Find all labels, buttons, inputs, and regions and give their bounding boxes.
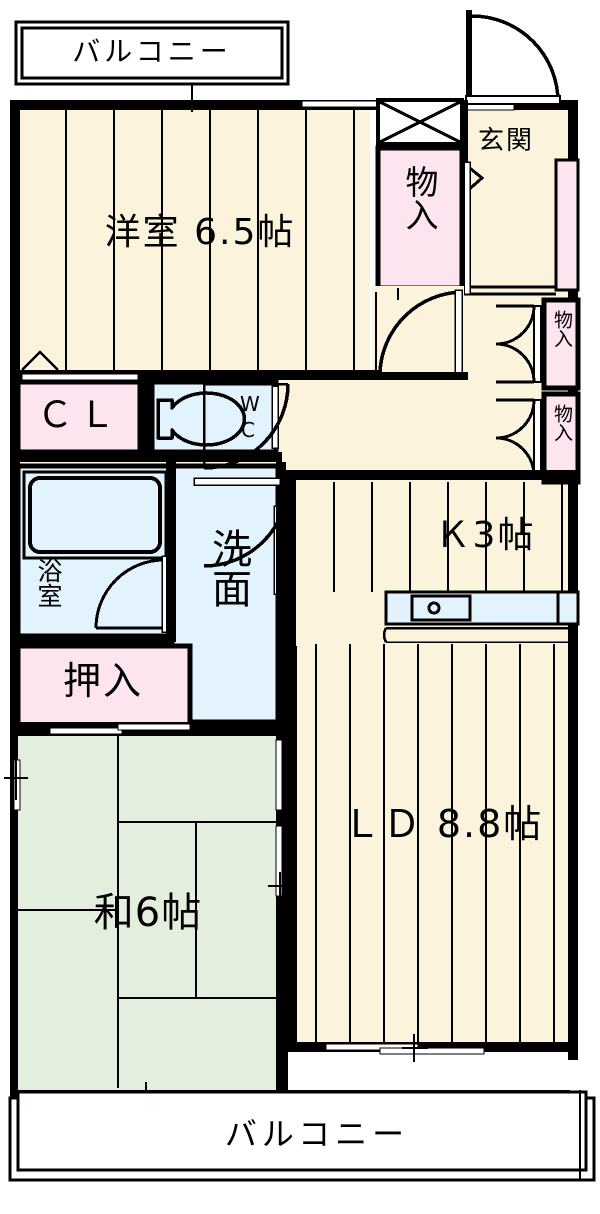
storage-mono-3-box bbox=[495, 391, 581, 485]
interior-fills bbox=[18, 108, 578, 1050]
ld-sliding-doors bbox=[325, 1034, 485, 1062]
bathtub-icon bbox=[22, 470, 168, 560]
entrance-area bbox=[462, 10, 561, 296]
ld-flooring-lines bbox=[315, 644, 555, 1042]
japanese-room bbox=[10, 726, 288, 1090]
balcony-bottom-outline bbox=[8, 1090, 596, 1182]
kitchen-flooring-lines bbox=[333, 482, 563, 592]
storage-mono-entry-side bbox=[554, 158, 580, 292]
bathroom-box bbox=[15, 463, 175, 639]
western-room-flooring-lines bbox=[65, 110, 355, 378]
storage-mono-2-box bbox=[495, 297, 581, 391]
balcony-top-outline bbox=[14, 20, 290, 86]
western-room-bottom-wall bbox=[10, 370, 468, 380]
storage-mono-1-box bbox=[375, 98, 465, 291]
toilet-icon bbox=[156, 391, 247, 447]
closet-oshiire-box bbox=[15, 643, 193, 731]
closet-cl-box bbox=[15, 379, 143, 455]
ld-kitchen-walls bbox=[286, 470, 578, 1052]
kitchen-sink bbox=[382, 590, 580, 643]
western-room-closet-door bbox=[372, 286, 464, 375]
toilet-room-box bbox=[149, 379, 279, 455]
corridor-door-upper bbox=[202, 380, 290, 470]
